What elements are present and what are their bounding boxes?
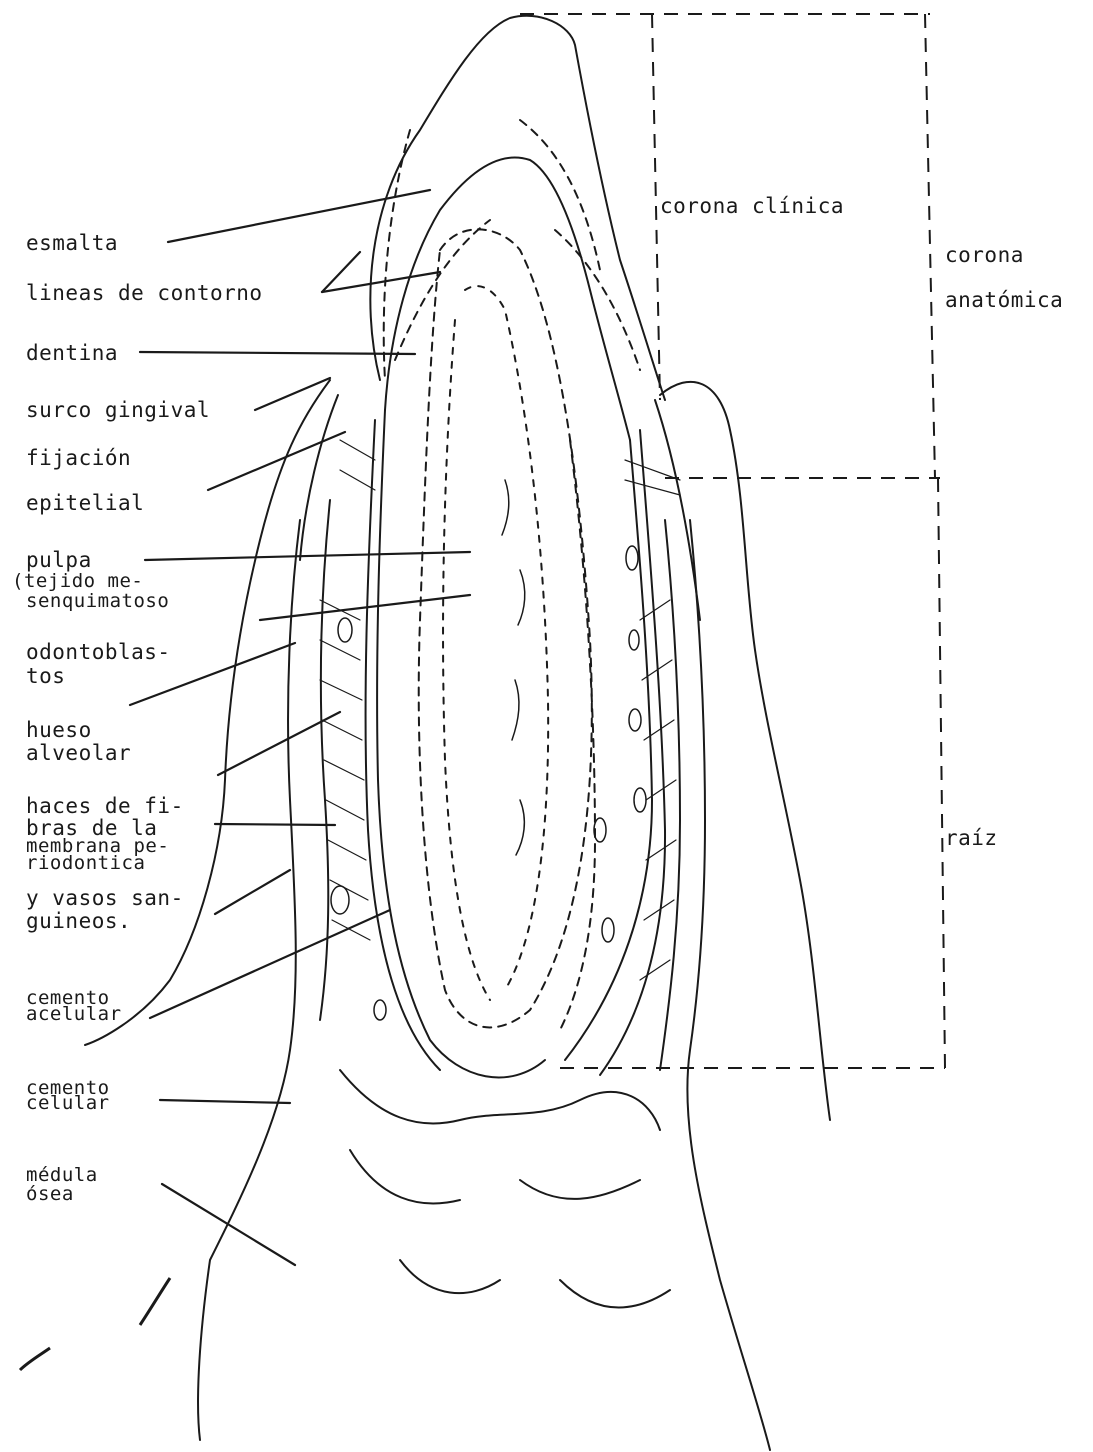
bracket-anatomic-vertical (925, 14, 935, 478)
label-medula-1: médula (26, 1167, 98, 1184)
pulp-outline (419, 229, 592, 1027)
leader-haces-3 (215, 870, 290, 914)
marrow-contour-3 (520, 1180, 640, 1199)
label-haces-4: riodontica (26, 855, 145, 872)
label-haces-5: y vasos san- (26, 888, 184, 909)
leader-contorno-2 (322, 272, 440, 292)
marrow-contour-4 (400, 1260, 500, 1293)
label-odontoblastos-2: tos (26, 666, 65, 687)
label-cemento-acelular-2: acelular (26, 1006, 122, 1023)
label-medula-2: ósea (26, 1186, 74, 1203)
root-outer-right (565, 440, 652, 1060)
label-corona-anatomica-2: anatómica (945, 290, 1063, 311)
cementum-right (600, 430, 665, 1075)
leader-esmalte (168, 190, 430, 242)
leader-medula (162, 1184, 295, 1265)
leader-surco (255, 378, 330, 410)
contour-line-2 (520, 120, 600, 270)
leader-celular (160, 1100, 290, 1103)
contour-line-1 (384, 130, 410, 380)
label-corona-clinica: corona clínica (660, 196, 844, 217)
label-esmalte: esmalta (26, 233, 118, 254)
leader-acelular (150, 910, 390, 1018)
label-pulpa-3: senquimatoso (26, 593, 169, 610)
bone-left (198, 520, 300, 1440)
pulp-inner-1 (465, 286, 548, 990)
contour-line-4 (555, 230, 640, 370)
label-corona-anatomica-1: corona (945, 245, 1024, 266)
label-fijacion-2: epitelial (26, 493, 144, 514)
gingiva-right-inner (655, 400, 700, 620)
label-raiz: raíz (945, 828, 998, 849)
enamel-inner (385, 157, 630, 440)
gingiva-left-inner (300, 395, 338, 560)
label-cemento-celular-2: celular (26, 1095, 110, 1112)
bracket-clinical-vertical (652, 14, 660, 400)
marrow-contour-2 (350, 1150, 460, 1203)
label-pulpa-2: (tejido me- (12, 573, 143, 590)
label-lineas-contorno: lineas de contorno (26, 283, 263, 304)
stray-mark-2 (140, 1278, 170, 1325)
root-outer-left (377, 410, 545, 1077)
label-odontoblastos-1: odontoblas- (26, 642, 171, 663)
bone-right (687, 520, 770, 1450)
label-surco-gingival: surco gingival (26, 400, 210, 421)
bracket-root-vertical (938, 478, 945, 1068)
pdl-fibers-right (625, 460, 680, 980)
contour-line-3 (395, 220, 490, 360)
gingiva-left (85, 380, 330, 1045)
marrow-contour-1 (340, 1070, 660, 1130)
label-haces-6: guineos. (26, 911, 131, 932)
stray-mark-1 (20, 1348, 50, 1370)
root-right-dashed (560, 440, 595, 1030)
enamel-outline (370, 16, 665, 400)
label-pulpa-1: pulpa (26, 550, 92, 571)
label-fijacion-1: fijación (26, 448, 131, 469)
marrow-contour-5 (560, 1280, 670, 1308)
label-haces-1: haces de fi- (26, 796, 184, 817)
leader-haces-2 (215, 824, 335, 825)
gingiva-right (660, 382, 830, 1120)
label-hueso-2: alveolar (26, 743, 131, 764)
label-dentina: dentina (26, 343, 118, 364)
label-hueso-1: hueso (26, 720, 92, 741)
pulp-inner-2 (443, 320, 490, 1000)
